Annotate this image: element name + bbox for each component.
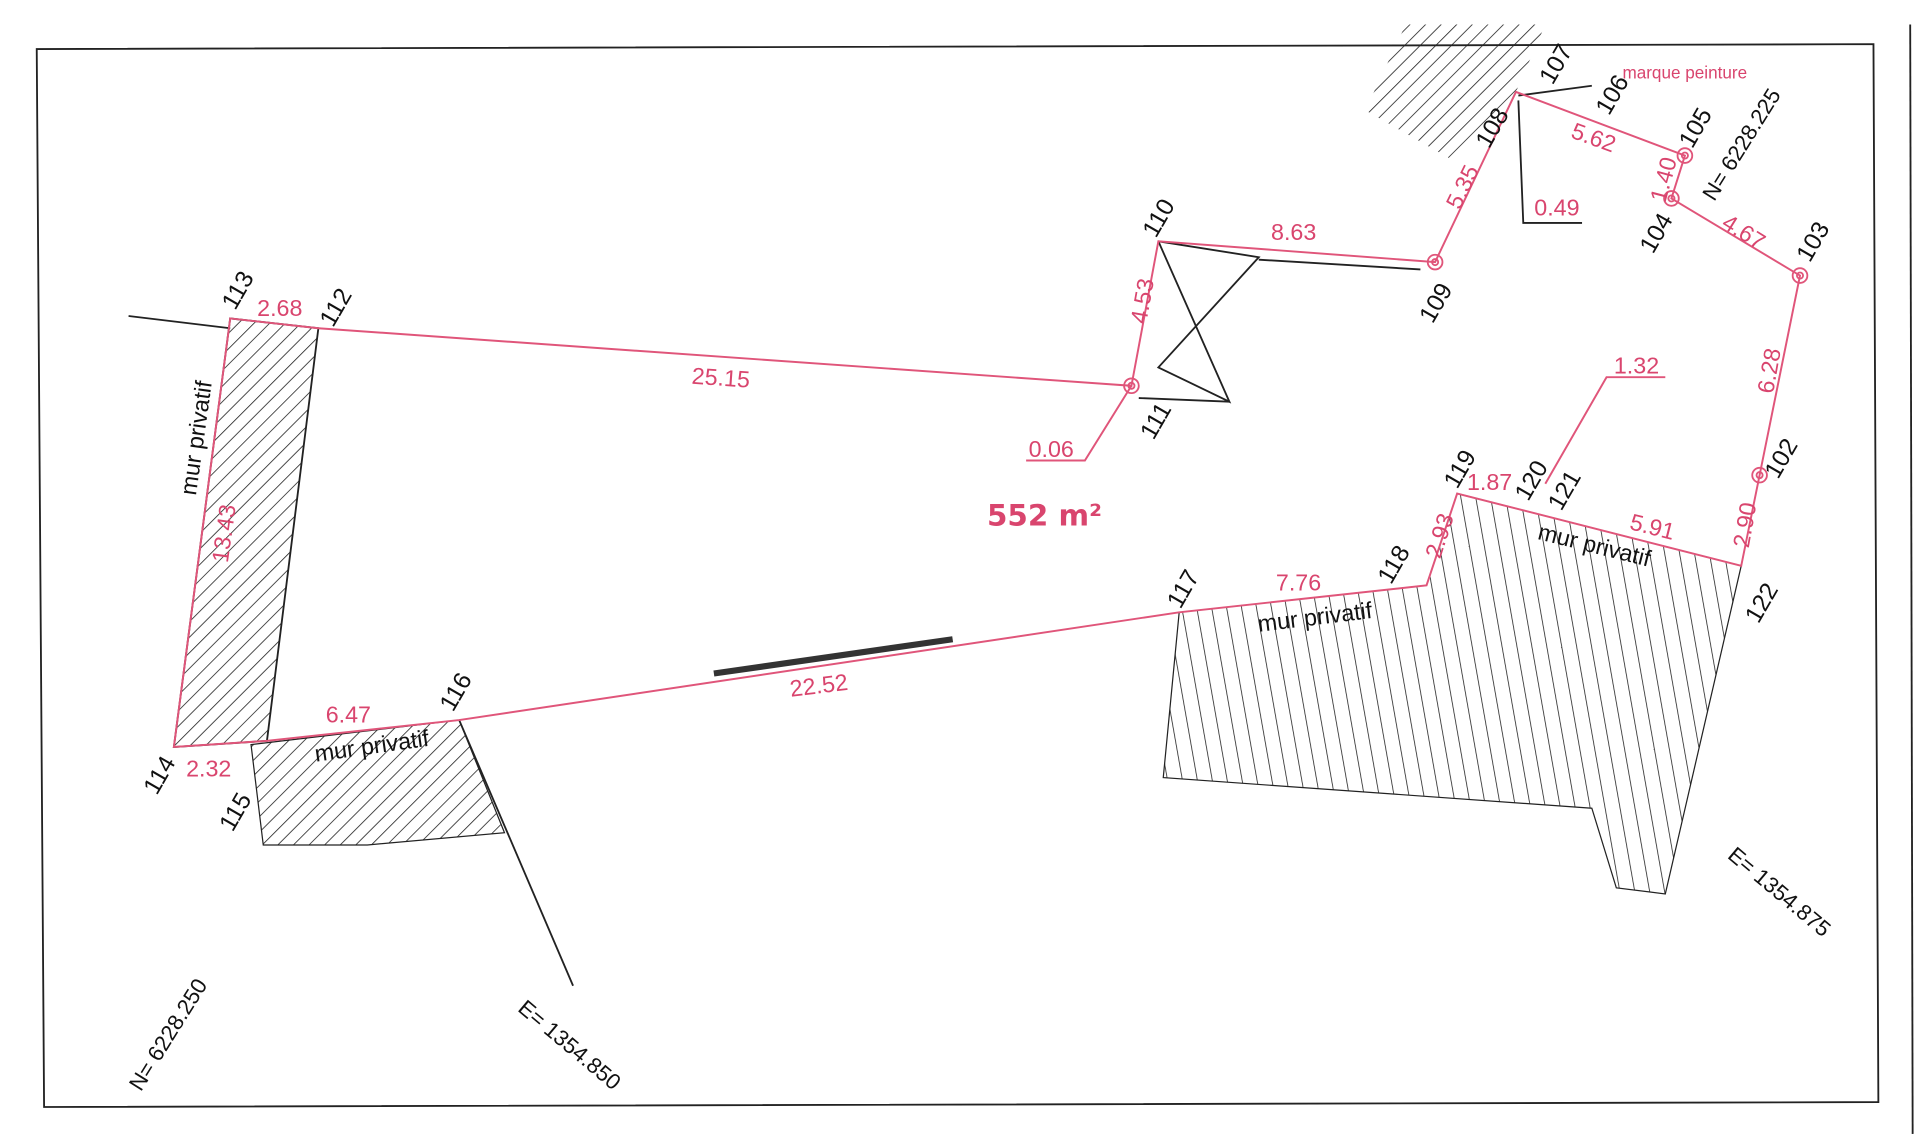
point-122: 122 <box>1740 579 1784 628</box>
point-111: 111 <box>1135 398 1177 444</box>
point-116: 116 <box>435 668 478 715</box>
dim-104-103: 4.67 <box>1718 209 1770 255</box>
dim-102-122: 2.90 <box>1728 500 1761 549</box>
coord-east-1: E= 1354.850 <box>514 995 626 1095</box>
dim-117-118: 7.76 <box>1276 569 1321 595</box>
dim-115-116: 6.47 <box>326 702 371 728</box>
dim-112-111: 25.15 <box>691 363 751 393</box>
dim-offset-121: 1.32 <box>1614 353 1659 379</box>
point-115: 115 <box>214 788 257 835</box>
paint-mark-note: marque peinture <box>1622 62 1747 82</box>
hatched-walls <box>128 24 1742 987</box>
parcel-area: 552 m² <box>987 498 1102 532</box>
dim-113-112: 2.68 <box>257 295 302 321</box>
dim-111-110: 4.53 <box>1125 276 1158 325</box>
point-104: 104 <box>1635 209 1679 258</box>
dimension-labels: 2.68 25.15 4.53 8.63 5.35 5.62 1.40 4.67… <box>186 117 1786 781</box>
dim-109-107: 5.35 <box>1441 161 1484 213</box>
dim-119-120: 1.87 <box>1467 469 1512 495</box>
parcel-boundary <box>172 90 1802 749</box>
point-105: 105 <box>1674 104 1718 153</box>
point-107: 107 <box>1534 40 1578 89</box>
point-113: 113 <box>217 267 260 314</box>
coord-north-2: N= 6228.250 <box>124 974 212 1095</box>
survey-markers <box>1123 147 1809 484</box>
dim-offset-107: 0.49 <box>1534 195 1579 221</box>
coord-north-1: N= 6228.225 <box>1697 84 1785 205</box>
point-114: 114 <box>139 752 182 799</box>
point-118: 118 <box>1373 541 1416 588</box>
plan-frame <box>35 24 1914 1134</box>
coord-east-2: E= 1354.875 <box>1723 842 1835 942</box>
dim-110-109: 8.63 <box>1271 219 1316 245</box>
point-117: 117 <box>1162 566 1205 613</box>
dim-107-105: 5.62 <box>1568 117 1619 157</box>
point-109: 109 <box>1414 279 1458 328</box>
point-103: 103 <box>1792 217 1836 266</box>
dim-103-102: 6.28 <box>1752 346 1785 395</box>
point-112: 112 <box>315 284 358 331</box>
dim-114-115: 2.32 <box>186 755 231 781</box>
dim-116-117: 22.52 <box>788 669 849 702</box>
dim-105-104: 1.40 <box>1645 154 1682 205</box>
dim-offset-111: 0.06 <box>1029 436 1074 462</box>
point-110: 110 <box>1138 195 1181 242</box>
